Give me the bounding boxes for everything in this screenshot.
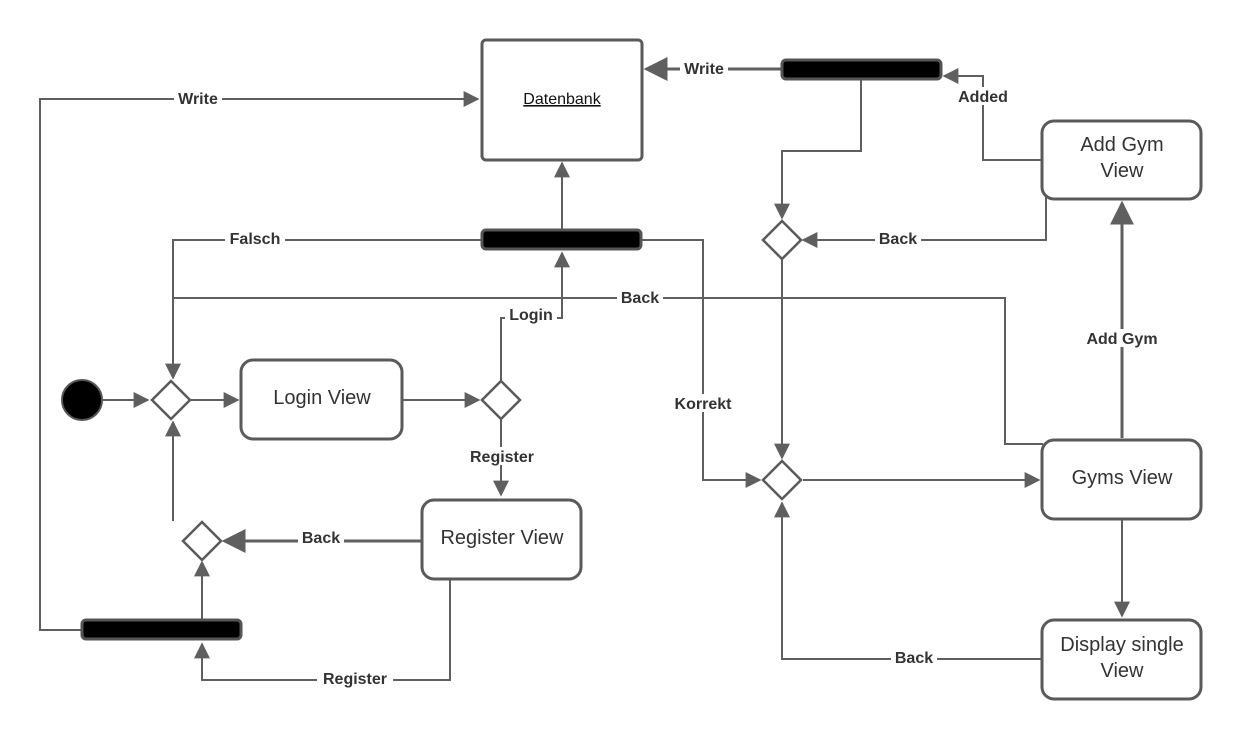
merge-diamond-back xyxy=(181,520,223,562)
svg-text:Back: Back xyxy=(895,650,933,667)
edge-back-display xyxy=(774,501,1042,660)
svg-text:Write: Write xyxy=(684,61,724,78)
label-korrekt: Korrekt xyxy=(668,394,738,413)
label-add-gym: Add Gym xyxy=(1080,329,1164,348)
label-write-left: Write xyxy=(174,89,222,108)
edge-write-left xyxy=(39,91,480,631)
svg-text:Register View: Register View xyxy=(440,527,564,549)
bar-bottom-left xyxy=(80,618,243,641)
svg-text:Back: Back xyxy=(302,530,340,547)
svg-text:Back: Back xyxy=(879,231,917,248)
node-add-gym-view: Add Gym View xyxy=(1040,119,1203,201)
svg-text:Login: Login xyxy=(509,307,553,324)
node-datenbank: Datenbank xyxy=(480,38,644,162)
merge-diamond-upper-right xyxy=(761,219,803,261)
decision-diamond-login xyxy=(480,379,522,421)
node-login-view: Login View xyxy=(239,358,404,441)
label-write-top: Write xyxy=(680,59,728,78)
edge-back-addgym xyxy=(801,197,1047,248)
svg-text:Datenbank: Datenbank xyxy=(523,91,601,108)
label-login: Login xyxy=(505,305,557,324)
initial-node xyxy=(61,379,103,421)
label-back-top: Back xyxy=(617,288,663,307)
node-register-view: Register View xyxy=(420,498,583,581)
node-gyms-view: Gyms View xyxy=(1040,438,1203,521)
svg-text:Add Gym: Add Gym xyxy=(1080,134,1163,156)
svg-text:Register: Register xyxy=(323,671,387,688)
svg-text:View: View xyxy=(1101,660,1145,682)
svg-text:Register: Register xyxy=(470,449,534,466)
edge-added xyxy=(942,68,1042,161)
svg-text:Display single: Display single xyxy=(1060,634,1183,656)
label-register-down: Register xyxy=(464,447,540,466)
svg-text:Added: Added xyxy=(958,89,1008,106)
svg-text:Write: Write xyxy=(178,91,218,108)
merge-diamond-start xyxy=(150,379,192,421)
svg-text:Falsch: Falsch xyxy=(230,231,281,248)
svg-text:Back: Back xyxy=(621,290,659,307)
label-back-display: Back xyxy=(891,648,937,667)
edge-korrekt xyxy=(641,239,762,488)
label-added: Added xyxy=(953,87,1013,106)
label-falsch: Falsch xyxy=(225,229,285,248)
bar-middle xyxy=(480,228,643,251)
label-back-addgym: Back xyxy=(875,229,921,248)
edge-falsch xyxy=(165,239,482,380)
svg-text:Login View: Login View xyxy=(273,387,371,409)
merge-diamond-lower-right xyxy=(761,459,803,501)
svg-text:Add Gym: Add Gym xyxy=(1086,331,1157,348)
label-register-bottom: Register xyxy=(317,669,393,688)
svg-text:Korrekt: Korrekt xyxy=(675,396,733,413)
bar-top-right xyxy=(780,58,943,81)
edge-topbar-to-merge xyxy=(774,80,862,220)
svg-text:Gyms View: Gyms View xyxy=(1072,467,1173,489)
svg-text:View: View xyxy=(1101,160,1145,182)
label-back-register: Back xyxy=(298,528,344,547)
node-display-single-view: Display single View xyxy=(1040,618,1203,701)
edge-back-gyms-to-merge xyxy=(172,297,1043,445)
